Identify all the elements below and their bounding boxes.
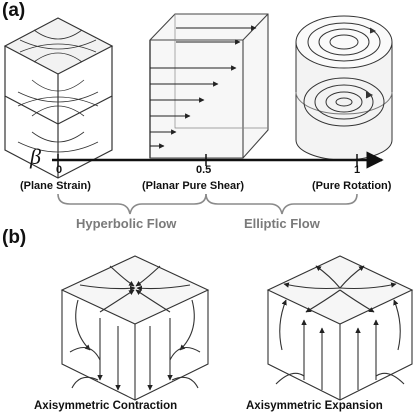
axisymmetric-contraction-caption: Axisymmetric Contraction [34, 400, 178, 412]
pure-rotation-label: (Pure Rotation) [312, 180, 392, 192]
tick-1: 1 [354, 164, 361, 176]
plane-strain-label: (Plane Strain) [20, 180, 91, 192]
elliptic-brace [205, 193, 358, 215]
elliptic-flow-label: Elliptic Flow [244, 216, 320, 231]
pure-rotation-cylinder [295, 15, 393, 161]
planar-pure-shear-label: (Planar Pure Shear) [142, 180, 245, 192]
beta-axis [52, 151, 384, 169]
tick-0.5: 0.5 [196, 164, 212, 176]
axisymmetric-expansion-cube [266, 255, 414, 401]
hyperbolic-brace [57, 193, 207, 215]
beta-symbol: β [30, 144, 41, 169]
hyperbolic-flow-label: Hyperbolic Flow [76, 216, 177, 231]
panel-b-label: (b) [2, 227, 27, 248]
plane-strain-cube [3, 17, 114, 179]
pure-shear-cube [149, 13, 269, 159]
axisymmetric-expansion-caption: Axisymmetric Expansion [246, 400, 383, 412]
tick-0: 0 [56, 164, 63, 176]
panel-a-label: (a) [2, 0, 26, 21]
axisymmetric-contraction-cube [60, 255, 210, 401]
